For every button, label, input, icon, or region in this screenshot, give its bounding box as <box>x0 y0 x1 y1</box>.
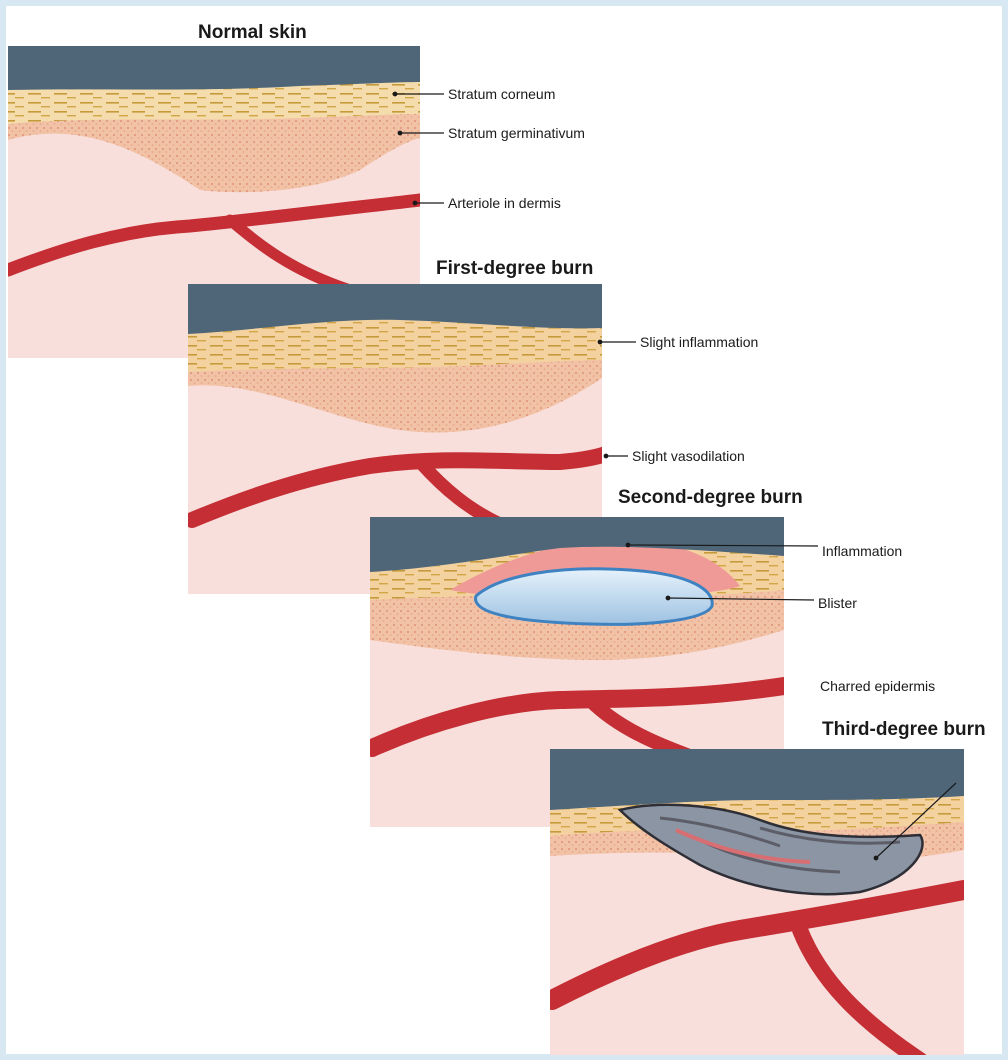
label-blister: Blister <box>818 595 857 611</box>
label-arteriole: Arteriole in dermis <box>448 195 561 211</box>
title-normal-skin: Normal skin <box>198 22 307 44</box>
label-stratum-corneum: Stratum corneum <box>448 86 555 102</box>
label-inflammation: Inflammation <box>822 543 902 559</box>
label-charred-epidermis: Charred epidermis <box>820 678 935 694</box>
label-slight-vasodilation: Slight vasodilation <box>632 448 745 464</box>
label-stratum-germinativum: Stratum germinativum <box>448 125 585 141</box>
third-degree-panel <box>550 749 964 1060</box>
title-third-degree: Third-degree burn <box>822 719 986 741</box>
label-slight-inflammation: Slight inflammation <box>640 334 758 350</box>
title-second-degree: Second-degree burn <box>618 487 803 509</box>
title-first-degree: First-degree burn <box>436 258 593 280</box>
